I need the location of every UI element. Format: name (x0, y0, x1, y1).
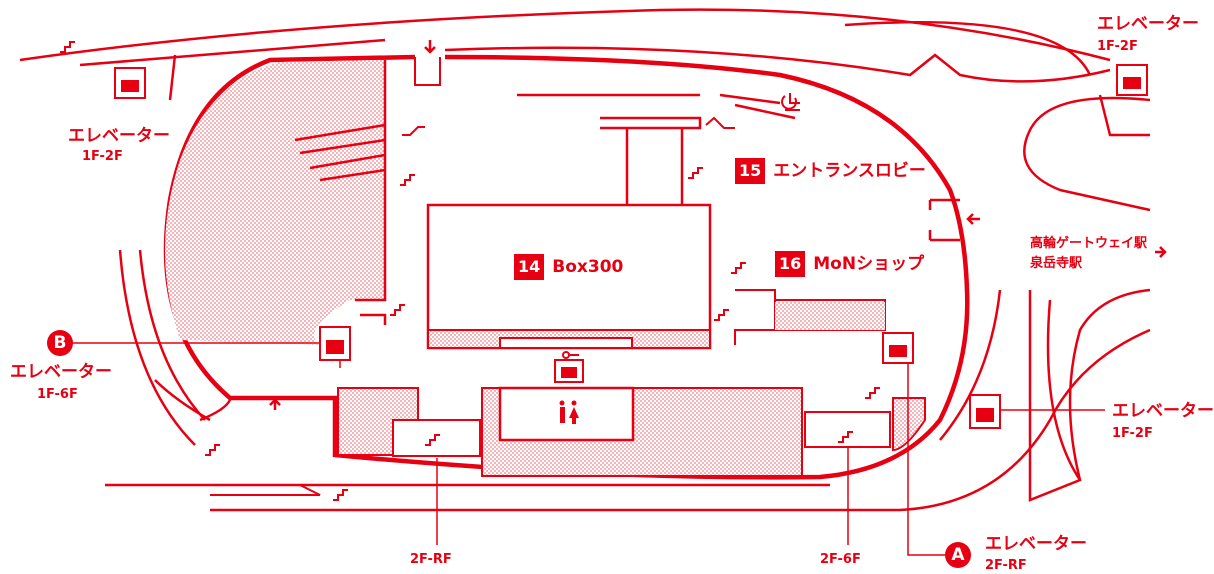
badge-a: A (945, 542, 971, 568)
outer-path-top (19, 8, 1111, 62)
elevator-label-b: エレベーター (10, 362, 112, 382)
area-15[interactable]: 15 エントランスロビー (735, 158, 926, 184)
elevator-floors-top-right: 1F-2F (1097, 39, 1138, 54)
badge-b: B (47, 330, 73, 356)
area-name: MoNショップ (813, 254, 925, 274)
accessible-icon (781, 93, 800, 111)
area-14[interactable]: 14 Box300 (514, 254, 623, 280)
seating-area (165, 60, 385, 345)
area-name: Box300 (552, 257, 624, 277)
area-number: 16 (775, 251, 806, 277)
elevator-label-top-left: エレベーター (68, 128, 170, 145)
elevator-badge-b: B (47, 330, 73, 356)
elevator-floors-b: 1F-6F (37, 387, 78, 402)
elevator-badge-a: A (945, 542, 971, 568)
stairs-label-2f-rf: 2F-RF (410, 552, 452, 567)
stairs-label-2f-6f: 2F-6F (820, 552, 861, 567)
area-number: 15 (735, 158, 766, 184)
stairs-icons (60, 41, 880, 501)
elevator-label-right: エレベーター (1112, 401, 1214, 421)
restroom-icon (559, 400, 565, 406)
area-16[interactable]: 16 MoNショップ (775, 251, 924, 277)
outer-path-top-inner (79, 38, 1111, 101)
elevator-label-a: エレベーター (985, 534, 1087, 554)
station-direction-line2: 泉岳寺駅 (1030, 256, 1083, 271)
station-direction-line1: 高輪ゲートウェイ駅 (1030, 236, 1148, 251)
elevator-floors-right: 1F-2F (1112, 426, 1153, 441)
elevator-label-top-right: エレベーター (1097, 14, 1199, 34)
area-name: エントランスロビー (773, 161, 926, 181)
area-number: 14 (514, 254, 545, 280)
elevator-floors-a: 2F-RF (985, 558, 1027, 573)
elevator-floors-top-left: 1F-2F (82, 149, 123, 164)
label: エレベーター (68, 126, 170, 146)
